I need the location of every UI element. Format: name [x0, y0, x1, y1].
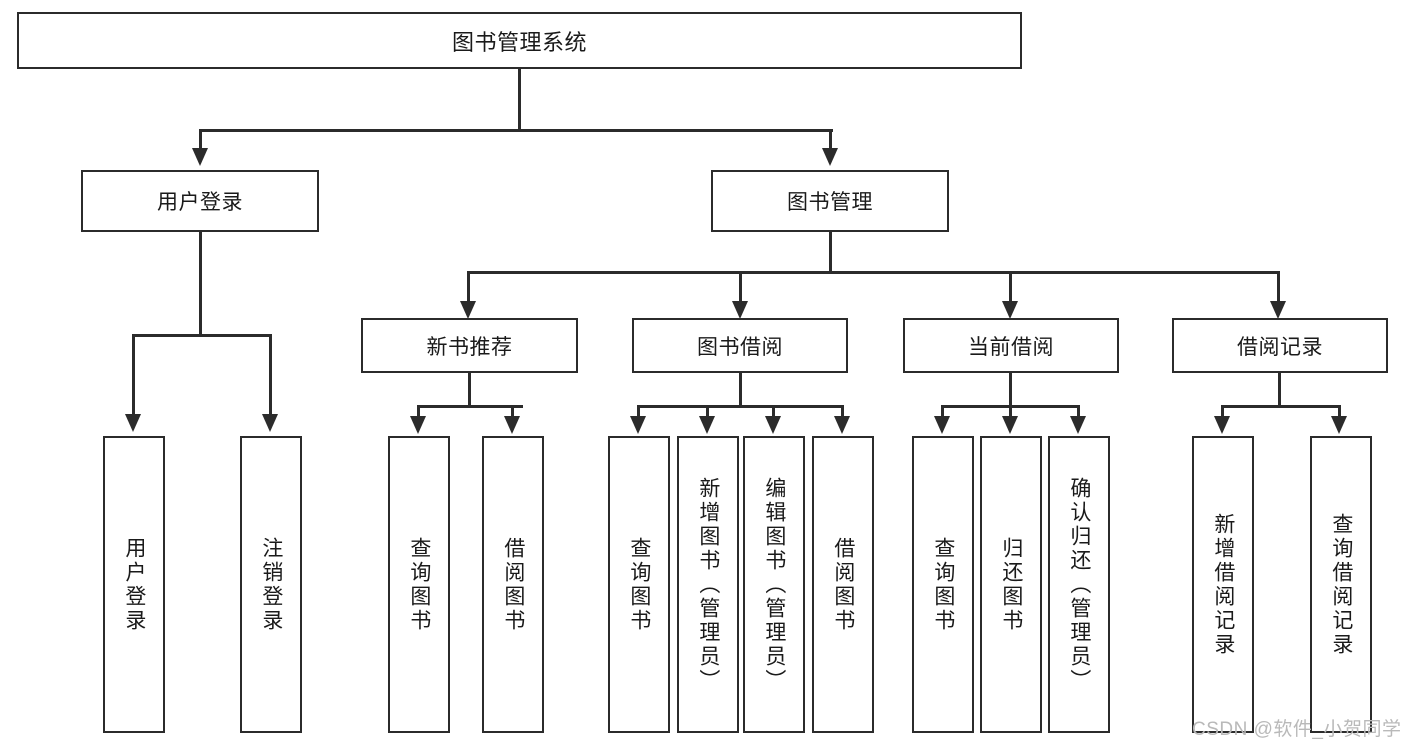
edge-bookmgmt-bus: [467, 271, 1279, 274]
node-new-book-recommend[interactable]: 新书推荐: [361, 318, 578, 373]
node-label: 查询图书: [407, 536, 431, 633]
edge-bookmgmt-to-l3-3: [1009, 271, 1012, 303]
edge-borrow-bus: [637, 405, 843, 408]
arrow-bookmgmt-to-l3-1: [460, 301, 476, 319]
node-label: 新增图书（管理员）: [696, 476, 720, 693]
edge-borrow-to-leaf4: [841, 405, 844, 418]
leaf-user-login[interactable]: 用户登录: [103, 436, 165, 733]
edge-recommend-bus: [417, 405, 523, 408]
node-label: 确认归还（管理员）: [1067, 476, 1091, 693]
node-label: 图书管理系统: [451, 29, 587, 55]
node-label: 编辑图书（管理员）: [762, 476, 786, 693]
leaf-query-book-recommend[interactable]: 查询图书: [388, 436, 450, 733]
node-label: 注销登录: [259, 536, 283, 633]
node-current-borrow[interactable]: 当前借阅: [903, 318, 1119, 373]
edge-root-to-login: [199, 129, 202, 150]
node-label: 用户登录: [122, 536, 146, 633]
node-label: 借阅图书: [831, 536, 855, 633]
edge-bookmgmt-to-l3-1: [467, 271, 470, 303]
edge-borrow-stem: [739, 373, 742, 407]
edge-root-bus: [199, 129, 833, 132]
edge-recommend-to-leaf2: [511, 405, 514, 418]
edge-recommend-stem: [468, 373, 471, 407]
node-label: 图书借阅: [697, 335, 783, 359]
node-root-system[interactable]: 图书管理系统: [17, 12, 1022, 69]
leaf-query-borrow-record[interactable]: 查询借阅记录: [1310, 436, 1372, 733]
node-label: 查询图书: [627, 536, 651, 633]
node-label: 查询图书: [931, 536, 955, 633]
arrow-record-to-leaf1: [1214, 416, 1230, 434]
edge-login-stem: [199, 232, 202, 336]
node-label: 查询借阅记录: [1329, 512, 1353, 657]
node-book-borrow[interactable]: 图书借阅: [632, 318, 848, 373]
edge-current-to-leaf3: [1077, 405, 1080, 418]
node-user-login[interactable]: 用户登录: [81, 170, 319, 232]
arrow-current-to-leaf3: [1070, 416, 1086, 434]
leaf-borrow-book[interactable]: 借阅图书: [812, 436, 874, 733]
node-label: 当前借阅: [968, 335, 1054, 359]
arrow-recommend-to-leaf1: [410, 416, 426, 434]
arrow-login-to-leaf2: [262, 414, 278, 432]
edge-borrow-to-leaf1: [637, 405, 640, 418]
edge-bookmgmt-to-l3-4: [1277, 271, 1280, 303]
arrow-borrow-to-leaf4: [834, 416, 850, 434]
arrow-recommend-to-leaf2: [504, 416, 520, 434]
arrow-bookmgmt-to-l3-3: [1002, 301, 1018, 319]
arrow-borrow-to-leaf2: [699, 416, 715, 434]
arrow-login-to-leaf1: [125, 414, 141, 432]
node-label: 图书管理: [787, 191, 873, 214]
arrow-bookmgmt-to-l3-4: [1270, 301, 1286, 319]
edge-record-to-leaf1: [1221, 405, 1224, 418]
edge-borrow-to-leaf3: [772, 405, 775, 418]
node-label: 借阅图书: [501, 536, 525, 633]
edge-current-stem: [1009, 373, 1012, 407]
arrow-current-to-leaf1: [934, 416, 950, 434]
edge-root-to-bookmgmt: [829, 129, 832, 150]
node-label: 归还图书: [999, 536, 1023, 633]
arrow-bookmgmt-to-l3-2: [732, 301, 748, 319]
leaf-borrow-book-recommend[interactable]: 借阅图书: [482, 436, 544, 733]
edge-current-to-leaf2: [1009, 405, 1012, 418]
arrow-borrow-to-leaf1: [630, 416, 646, 434]
leaf-confirm-return-admin[interactable]: 确认归还（管理员）: [1048, 436, 1110, 733]
arrow-record-to-leaf2: [1331, 416, 1347, 434]
edge-login-to-leaf2: [269, 334, 272, 416]
edge-recommend-to-leaf1: [417, 405, 420, 418]
node-label: 借阅记录: [1237, 335, 1323, 359]
node-label: 用户登录: [157, 191, 243, 214]
edge-current-to-leaf1: [941, 405, 944, 418]
leaf-add-book-admin[interactable]: 新增图书（管理员）: [677, 436, 739, 733]
node-label: 新书推荐: [426, 335, 513, 359]
edge-record-stem: [1278, 373, 1281, 407]
arrow-borrow-to-leaf3: [765, 416, 781, 434]
arrow-root-to-login: [192, 148, 208, 166]
leaf-query-book-borrow[interactable]: 查询图书: [608, 436, 670, 733]
leaf-edit-book-admin[interactable]: 编辑图书（管理员）: [743, 436, 805, 733]
node-book-management[interactable]: 图书管理: [711, 170, 949, 232]
edge-borrow-to-leaf2: [706, 405, 709, 418]
edge-bookmgmt-stem: [829, 232, 832, 274]
leaf-logout[interactable]: 注销登录: [240, 436, 302, 733]
arrow-current-to-leaf2: [1002, 416, 1018, 434]
leaf-query-book-current[interactable]: 查询图书: [912, 436, 974, 733]
leaf-return-book[interactable]: 归还图书: [980, 436, 1042, 733]
edge-root-stem: [518, 69, 521, 131]
node-label: 新增借阅记录: [1211, 512, 1235, 657]
node-borrow-record[interactable]: 借阅记录: [1172, 318, 1388, 373]
leaf-add-borrow-record[interactable]: 新增借阅记录: [1192, 436, 1254, 733]
edge-login-bus: [132, 334, 272, 337]
arrow-root-to-bookmgmt: [822, 148, 838, 166]
edge-bookmgmt-to-l3-2: [739, 271, 742, 303]
edge-login-to-leaf1: [132, 334, 135, 416]
edge-record-to-leaf2: [1338, 405, 1341, 418]
edge-record-bus: [1221, 405, 1341, 408]
